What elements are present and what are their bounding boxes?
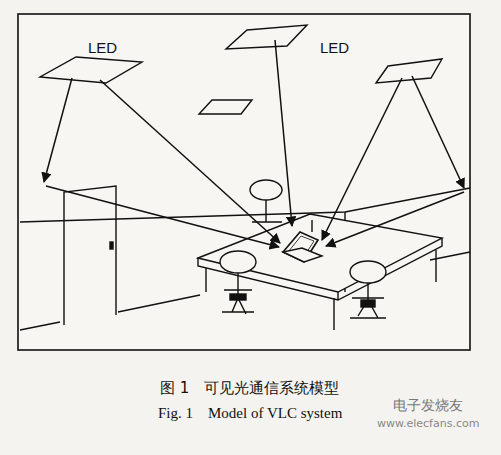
door xyxy=(64,186,116,325)
ceiling-edge xyxy=(20,188,470,222)
light-ray xyxy=(275,40,292,226)
chair xyxy=(250,180,282,200)
chair xyxy=(252,200,282,222)
chair xyxy=(220,251,256,273)
chair xyxy=(361,300,375,307)
led-panel xyxy=(226,25,307,49)
light-ray xyxy=(326,192,464,246)
chair xyxy=(350,283,386,318)
light-ray xyxy=(100,80,280,243)
figure-caption-en: Fig. 1 Model of VLC system xyxy=(156,405,344,422)
light-ray xyxy=(412,76,464,188)
watermark: www.elecfans.com xyxy=(375,418,481,430)
led-panel xyxy=(376,59,442,83)
frame xyxy=(18,14,470,350)
light-ray xyxy=(46,186,279,247)
led-panel xyxy=(40,57,142,83)
chair xyxy=(222,273,254,314)
light-ray xyxy=(322,78,402,240)
chair xyxy=(230,294,246,300)
floor-edge xyxy=(20,322,60,330)
floor-edge xyxy=(118,295,200,312)
led-label: LED xyxy=(318,40,351,57)
table-top xyxy=(198,214,442,292)
led-label: LED xyxy=(86,40,119,57)
watermark: 电子发烧友 xyxy=(391,398,465,413)
table-edge xyxy=(337,292,338,300)
chair xyxy=(350,261,386,283)
led-panel xyxy=(199,100,252,114)
light-ray xyxy=(44,78,72,182)
door-handle xyxy=(110,242,113,249)
figure-caption: 图 1 可见光通信系统模型 xyxy=(160,380,339,397)
laptop-base xyxy=(283,248,322,262)
